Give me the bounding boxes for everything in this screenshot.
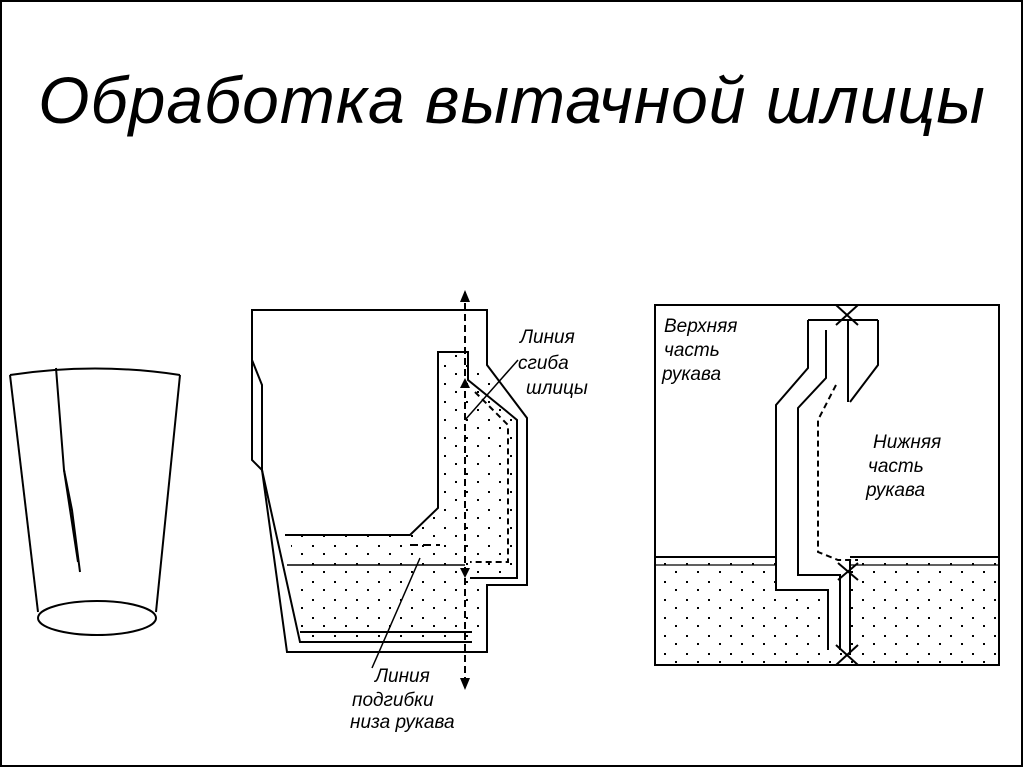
slit-processing-diagram: Линия сгиба шлицы Линия подгибки низа ру…: [251, 290, 588, 733]
lower-stitch-line: [817, 384, 858, 561]
sleeve-right-edge: [155, 374, 181, 613]
upper-label-line1: Верхняя: [664, 316, 737, 337]
upper-label-line3: рукава: [661, 364, 721, 385]
sleeve-left-edge: [9, 374, 39, 613]
allowance-inner-outline: [285, 351, 518, 579]
fold-line-arrow-bottom-icon: [460, 678, 470, 690]
sleeve-seam: [55, 367, 81, 573]
top-notch-icon: [835, 304, 859, 326]
hem-allowance-fill: [290, 355, 485, 640]
fold-line-arrow-top-icon: [460, 290, 470, 302]
slit-facing-fill: [465, 355, 515, 575]
hem-label-line3: низа рукава: [350, 712, 455, 733]
fold-label-leader: [464, 359, 519, 421]
lower-label-line2: часть: [868, 456, 924, 477]
fold-label-line2: сгиба: [518, 353, 569, 374]
fold-label-line1: Линия: [518, 327, 575, 348]
sleeve-inner-edge: [251, 359, 472, 643]
lower-label-line3: рукава: [865, 480, 925, 501]
fold-line-marker-icon: [460, 378, 470, 388]
hem-label-line1: Линия: [373, 666, 430, 687]
sleeve-parts-diagram: Верхняя часть рукава Нижняя часть рукава: [654, 304, 1000, 666]
stitch-line-b: [470, 391, 509, 563]
fold-line-marker2-icon: [460, 568, 470, 578]
sleeve-cuff-opening: [37, 600, 157, 636]
sleeve-parts-frame: [654, 304, 1000, 666]
lower-label-line1: Нижняя: [873, 432, 941, 453]
lower-seam-top: [849, 320, 879, 403]
sleeve-outer-outline: [251, 309, 528, 653]
sleeve-slit-line: [63, 469, 79, 563]
hem-label-leader: [371, 557, 421, 669]
middle-notch-icon: [837, 562, 859, 581]
sleeve-sketch: [9, 367, 181, 636]
bottom-notch-icon: [835, 644, 859, 666]
upper-seam-inner: [797, 330, 841, 650]
upper-seam-outer: [775, 320, 829, 650]
upper-label-line2: часть: [664, 340, 720, 361]
slide-title: Обработка вытачной шлицы: [38, 63, 986, 137]
hem-label-line2: подгибки: [352, 690, 434, 711]
fold-label-line3: шлицы: [526, 378, 588, 399]
sleeve-top-edge: [9, 367, 181, 376]
